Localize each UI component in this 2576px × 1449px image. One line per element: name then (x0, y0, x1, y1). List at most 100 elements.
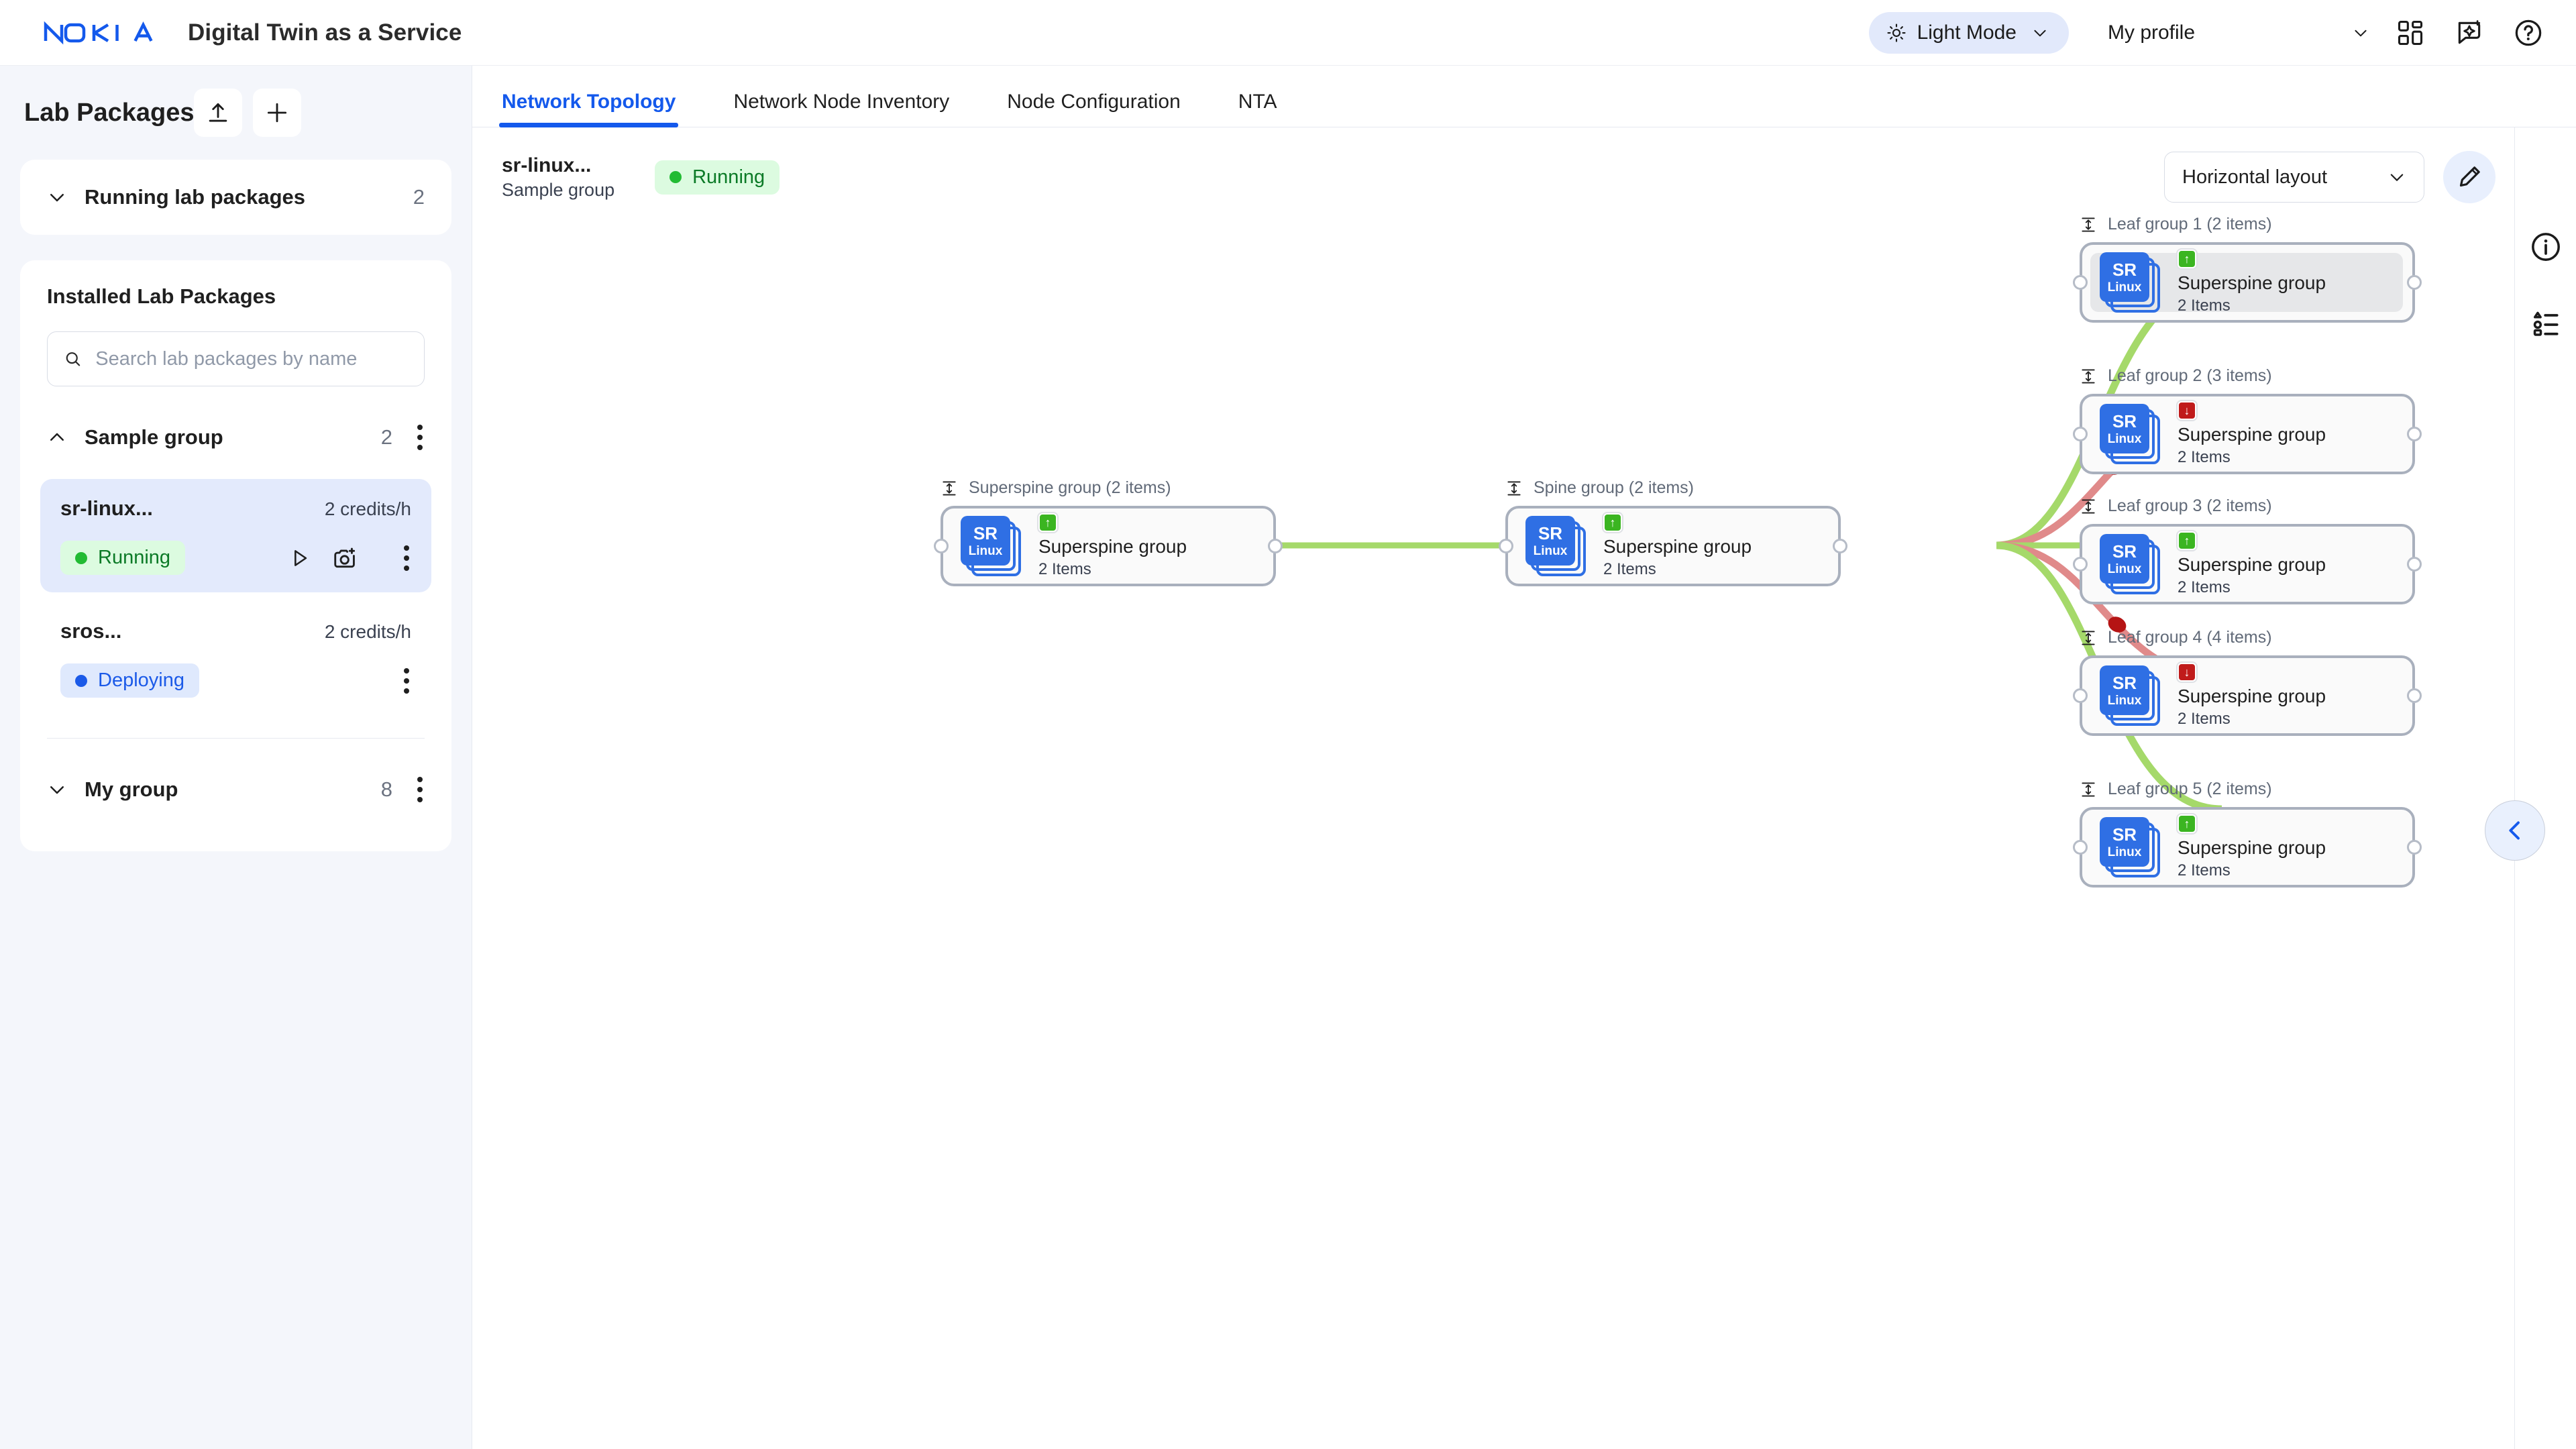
sidebar: Lab Packages Running lab packages 2 Inst… (0, 66, 472, 1449)
right-rail (2514, 127, 2576, 1449)
topology-node[interactable]: SR Linux ↓ Superspine group 2 Items (2073, 394, 2422, 474)
group-menu-icon[interactable] (415, 777, 425, 802)
sr-linux-device-icon: SR Linux (961, 516, 1021, 576)
topology-node[interactable]: SR Linux ↑ Superspine group 2 Items (1499, 506, 1847, 586)
content-package-name: sr-linux... (502, 154, 592, 176)
package-actions (379, 667, 411, 694)
light-mode-toggle[interactable]: Light Mode (1868, 11, 2069, 54)
port-left (1499, 539, 1513, 553)
sidebar-group-sample-group[interactable]: Sample group 2 (20, 405, 451, 470)
node-state-down-icon: ↓ (2178, 663, 2196, 682)
port-left (2073, 275, 2088, 290)
node-items: 2 Items (1603, 560, 1656, 578)
topology-node[interactable]: SR Linux ↓ Superspine group 2 Items (2073, 655, 2422, 736)
status-dot-icon (75, 674, 87, 687)
topology-group-leaf4[interactable]: Leaf group 4 (4 items) SR Linux ↓ Su (2073, 628, 2422, 736)
light-mode-label: Light Mode (1917, 21, 2017, 44)
node-items: 2 Items (2178, 297, 2231, 315)
tab-network-node-inventory[interactable]: Network Node Inventory (733, 91, 950, 113)
nokia-logo (44, 21, 153, 44)
tab-network-topology[interactable]: Network Topology (498, 91, 679, 127)
play-icon[interactable] (288, 547, 311, 570)
package-header: sr-linux... 2 credits/h (60, 496, 411, 521)
topology-group-leaf5[interactable]: Leaf group 5 (2 items) SR Linux ↑ Su (2073, 780, 2422, 888)
status-badge: Running (60, 541, 186, 575)
node-title: Superspine group (1603, 536, 1752, 557)
upload-package-button[interactable] (194, 89, 243, 137)
port-right (2407, 427, 2422, 441)
topology-group-superspine[interactable]: Superspine group (2 items) SR Linux ↑ (934, 478, 1283, 586)
node-texts: ↑ Superspine group 2 Items (2178, 531, 2326, 597)
topology-group-leaf2[interactable]: Leaf group 2 (3 items) SR Linux ↓ Su (2073, 366, 2422, 474)
topology-group-spine[interactable]: Spine group (2 items) SR Linux ↑ Sup (1499, 478, 1847, 586)
topology-node[interactable]: SR Linux ↑ Superspine group 2 Items (934, 506, 1283, 586)
topology-group-leaf3[interactable]: Leaf group 3 (2 items) SR Linux ↑ Su (2073, 496, 2422, 604)
package-menu-icon[interactable] (402, 667, 411, 694)
chevron-left-icon (2509, 821, 2520, 840)
group-name: Sample group (85, 425, 223, 449)
port-right (1268, 539, 1283, 553)
topology-node[interactable]: SR Linux ↑ Superspine group 2 Items (2073, 524, 2422, 604)
resize-vertical-icon (2082, 782, 2095, 796)
topology-group-leaf1[interactable]: Leaf group 1 (2 items) SR Linux ↑ Su (2073, 215, 2422, 323)
node-texts: ↓ Superspine group 2 Items (2178, 663, 2326, 729)
port-left (934, 539, 949, 553)
add-package-button[interactable] (253, 89, 302, 137)
status-dot-icon (669, 171, 682, 183)
package-credits: 2 credits/h (324, 498, 411, 519)
header-actions: Light Mode My profile (1868, 11, 2576, 54)
sidebar-group-my-group[interactable]: My group 8 (20, 757, 451, 822)
node-items: 2 Items (2178, 448, 2231, 466)
tab-bar: Network Topology Network Node Inventory … (472, 66, 2576, 127)
edit-topology-button[interactable] (2443, 151, 2496, 203)
group-menu-icon[interactable] (415, 425, 425, 450)
package-identity: sr-linux... Sample group (502, 154, 614, 201)
profile-label: My profile (2108, 21, 2196, 44)
node-title: Superspine group (2178, 424, 2326, 445)
running-lab-packages-section[interactable]: Running lab packages 2 (20, 160, 451, 235)
port-left (2073, 840, 2088, 855)
legend-icon[interactable] (2527, 306, 2565, 343)
layout-select[interactable]: Horizontal layout (2164, 152, 2424, 203)
collapse-panel-button[interactable] (2485, 800, 2545, 861)
info-icon[interactable] (2527, 228, 2565, 266)
group-name: My group (85, 777, 178, 801)
snapshot-icon[interactable] (332, 545, 358, 571)
topology-toolbar: Horizontal layout (2164, 151, 2576, 203)
node-state-up-icon: ↑ (2178, 250, 2196, 268)
search-icon (66, 352, 80, 366)
node-items: 2 Items (2178, 861, 2231, 879)
node-state-up-icon: ↑ (1038, 513, 1057, 532)
search-box[interactable] (47, 331, 425, 386)
node-title: Superspine group (2178, 686, 2326, 706)
layout-select-value: Horizontal layout (2182, 166, 2327, 188)
package-menu-icon[interactable] (402, 545, 411, 571)
package-item-sros[interactable]: sros... 2 credits/h Deploying (40, 602, 431, 715)
group-label-text: Leaf group 3 (2 items) (2108, 496, 2272, 515)
group-label: Leaf group 5 (2 items) (2080, 780, 2415, 799)
main-content: Network Topology Network Node Inventory … (472, 66, 2576, 1449)
plus-icon (268, 103, 287, 123)
port-right (2407, 275, 2422, 290)
sr-linux-device-icon: SR Linux (1525, 516, 1586, 576)
group-label: Leaf group 2 (3 items) (2080, 366, 2415, 386)
package-item-sr-linux[interactable]: sr-linux... 2 credits/h Running (40, 479, 431, 592)
node-title: Superspine group (2178, 272, 2326, 293)
content-status-badge: Running (655, 160, 780, 195)
tab-node-configuration[interactable]: Node Configuration (1007, 91, 1181, 113)
tab-nta[interactable]: NTA (1238, 91, 1277, 113)
topology-canvas[interactable]: Superspine group (2 items) SR Linux ↑ (472, 200, 2514, 1449)
chevron-down-icon (2390, 174, 2404, 181)
topology-node[interactable]: SR Linux ↑ Superspine group 2 Items (2073, 807, 2422, 888)
port-right (2407, 840, 2422, 855)
node-title: Superspine group (2178, 837, 2326, 858)
profile-dropdown[interactable]: My profile (2108, 21, 2369, 44)
dashboard-icon[interactable] (2392, 15, 2428, 51)
package-name: sros... (60, 619, 122, 643)
topology-node[interactable]: SR Linux ↑ Superspine group 2 Items (2073, 242, 2422, 323)
help-icon[interactable] (2510, 15, 2546, 51)
top-header-bar: Digital Twin as a Service Light Mode My … (0, 0, 2576, 66)
group-label: Superspine group (2 items) (941, 478, 1276, 498)
search-input[interactable] (95, 347, 408, 370)
ai-assistant-icon[interactable] (2451, 15, 2487, 51)
